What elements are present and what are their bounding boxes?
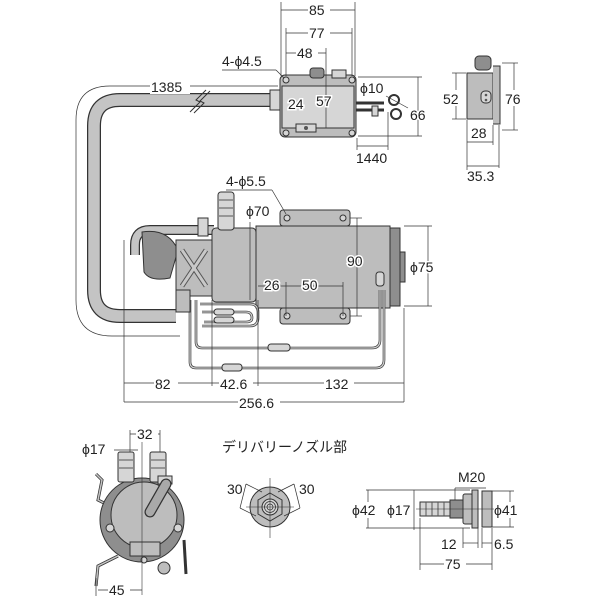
dim-50: 50 xyxy=(302,277,318,293)
dim-75: 75 xyxy=(445,556,461,572)
dim-phi75: ϕ75 xyxy=(410,259,434,275)
angle-right-label: 30 xyxy=(299,481,315,497)
nozzle-diameter-label: ϕ17 xyxy=(82,441,106,457)
dim-57: 57 xyxy=(316,93,332,109)
pump-front-view xyxy=(94,440,188,595)
outlet-nozzle xyxy=(217,191,235,231)
hose-length-label: 1385 xyxy=(151,79,182,95)
cable-diameter-label: ϕ10 xyxy=(360,80,384,96)
dim-76: 76 xyxy=(505,91,521,107)
ring-terminal xyxy=(390,108,402,120)
thread-label: M20 xyxy=(458,469,485,485)
connector xyxy=(221,363,243,372)
hose-length-dimension: 1385 xyxy=(75,78,278,337)
mount-hole xyxy=(348,76,356,84)
motor-body xyxy=(255,225,391,309)
flange-diameter-label: ϕ70 xyxy=(246,203,270,219)
connector xyxy=(213,316,235,324)
connector xyxy=(267,343,291,352)
cable-length-label: 1440 xyxy=(356,150,387,166)
mount-hole xyxy=(282,129,290,137)
dim-132: 132 xyxy=(325,376,349,392)
indicator-lamp xyxy=(309,67,325,79)
dim-28: 28 xyxy=(471,125,487,141)
controller-top-dimensions: 85 77 48 4-ϕ4.5 24 57 ϕ10 66 1440 xyxy=(222,2,427,166)
indicator-lamp-side xyxy=(474,55,492,71)
dim-256-6: 256.6 xyxy=(239,395,274,411)
mount-hole xyxy=(348,129,356,137)
dim-45: 45 xyxy=(109,582,125,598)
dim-35-3: 35.3 xyxy=(467,168,494,184)
pump-side-view xyxy=(130,191,406,372)
inlet-nozzle xyxy=(117,451,135,483)
pump-mount-holes-label: 4-ϕ5.5 xyxy=(226,173,266,189)
controller-side-view xyxy=(466,55,501,125)
dim-48: 48 xyxy=(297,45,313,61)
dim-66: 66 xyxy=(410,107,426,123)
angle-left-label: 30 xyxy=(227,481,243,497)
dim-82: 82 xyxy=(155,376,171,392)
delivery-nozzle-angle-dimensions: 30 30 xyxy=(227,481,315,517)
dim-12: 12 xyxy=(441,536,457,552)
nozzle-side-dimensions: M20 ϕ42 ϕ17 ϕ41 12 6.5 75 xyxy=(352,469,526,572)
dim-26: 26 xyxy=(264,277,280,293)
dim-85: 85 xyxy=(309,2,325,18)
delivery-nozzle-end-view xyxy=(246,478,294,538)
pump-side-dimensions: 4-ϕ5.5 ϕ70 90 ϕ75 26 50 82 42.6 132 256.… xyxy=(123,173,435,411)
suction-hose xyxy=(87,89,283,323)
dim-phi42: ϕ42 xyxy=(352,502,376,518)
dim-52: 52 xyxy=(443,91,459,107)
pump-front-dimensions: 32 ϕ17 45 xyxy=(82,426,161,598)
controller-holes-label: 4-ϕ4.5 xyxy=(222,53,262,69)
dim-42-6: 42.6 xyxy=(220,376,247,392)
mount-hole xyxy=(282,76,290,84)
dim-phi41: ϕ41 xyxy=(494,502,518,518)
dim-90: 90 xyxy=(347,253,363,269)
connector xyxy=(213,308,235,316)
dim-phi17-nozzle: ϕ17 xyxy=(387,502,411,518)
nozzle-side-view xyxy=(416,489,496,529)
dim-32: 32 xyxy=(137,426,153,442)
controller-side-dimensions: 52 76 28 35.3 xyxy=(442,62,526,184)
dim-24: 24 xyxy=(288,96,304,112)
delivery-nozzle-title: デリバリーノズル部 xyxy=(222,439,347,456)
dim-6-5: 6.5 xyxy=(494,536,514,552)
controller-top-view xyxy=(279,67,409,138)
dim-77: 77 xyxy=(309,25,325,41)
